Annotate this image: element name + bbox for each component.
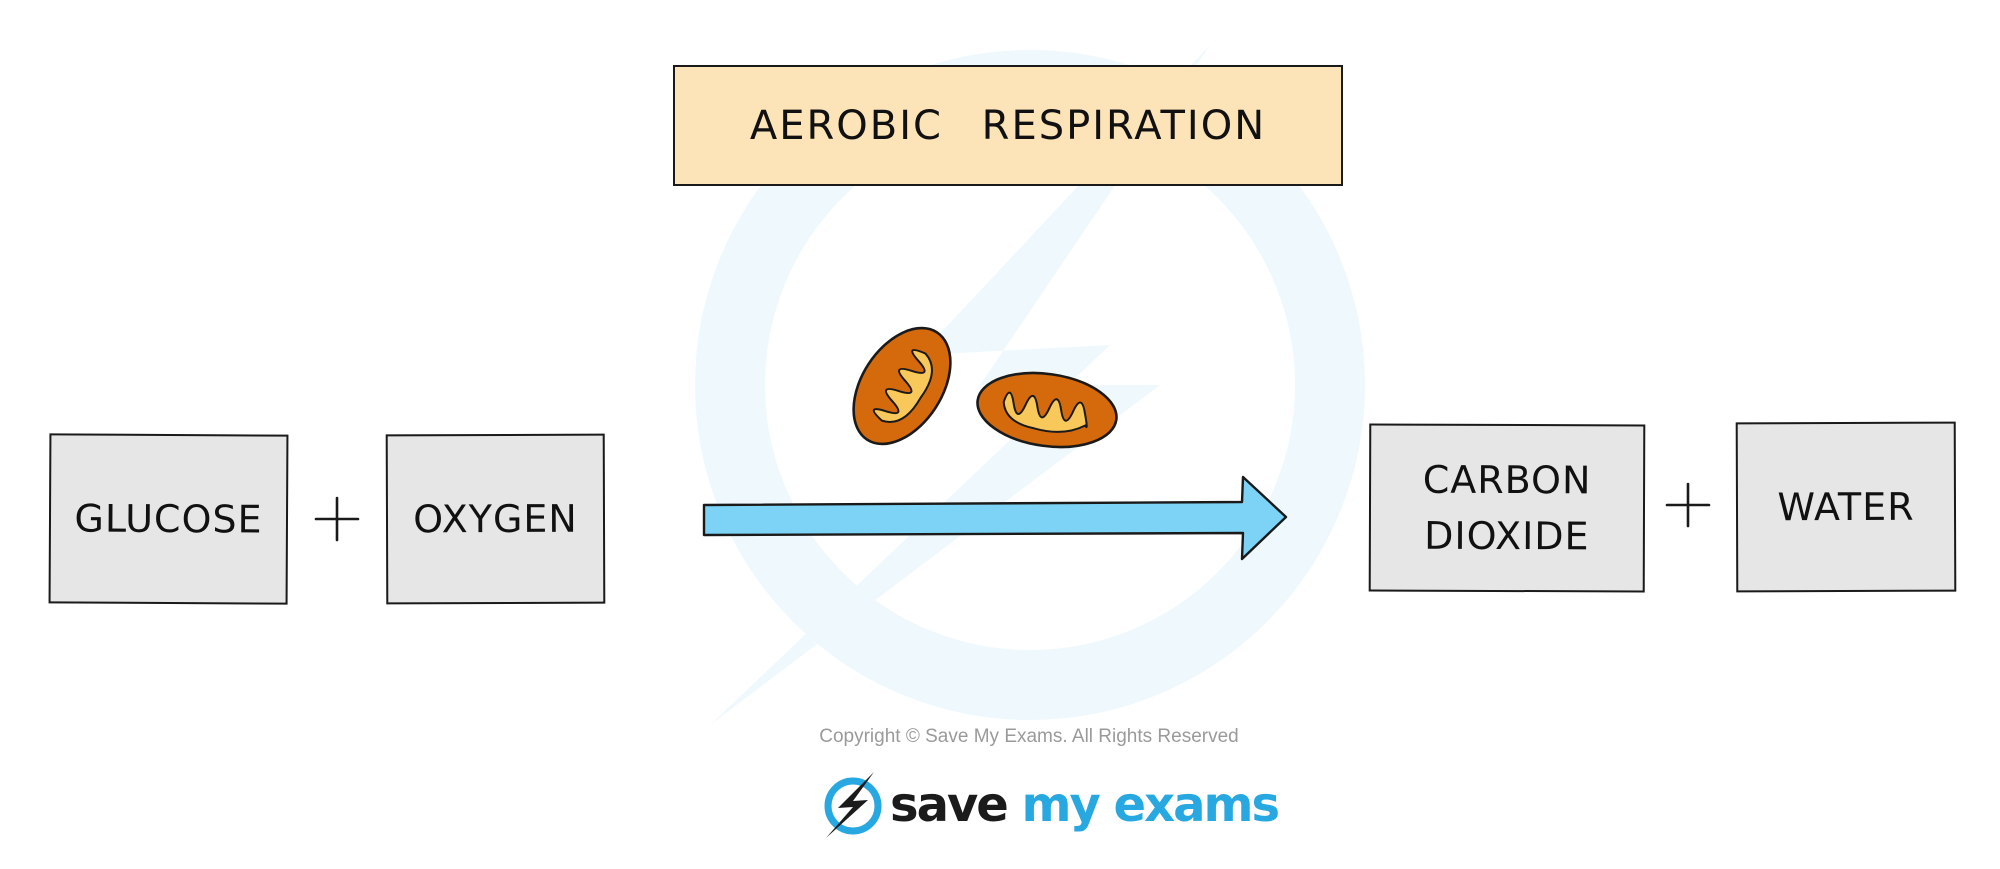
title-box: AEROBIC RESPIRATION — [673, 65, 1343, 186]
water-box: WATER — [1735, 421, 1957, 593]
dioxide-word: DIOXIDE — [1424, 513, 1590, 559]
plus-icon — [314, 496, 360, 542]
copyright-text: Copyright © Save My Exams. All Rights Re… — [819, 726, 1239, 747]
logo-wordmark: save my exams — [890, 777, 1281, 833]
carbon-dioxide-label: CARBON DIOXIDE — [1422, 452, 1592, 565]
carbon-word: CARBON — [1422, 457, 1592, 503]
carbon-dioxide-box: CARBON DIOXIDE — [1368, 423, 1646, 593]
glucose-box: GLUCOSE — [48, 433, 289, 605]
save-my-exams-logo: save my exams — [820, 770, 1281, 840]
logo-word-my-exams: my exams — [1021, 777, 1281, 833]
plus-icon — [1665, 482, 1711, 528]
mitochondrion-2-icon — [976, 371, 1118, 449]
logo-word-save: save — [890, 777, 1009, 833]
lightning-bolt-icon — [824, 772, 882, 838]
diagram-title: AEROBIC RESPIRATION — [749, 102, 1267, 149]
oxygen-box: OXYGEN — [385, 433, 606, 605]
reaction-arrow — [702, 475, 1288, 561]
mitochondrion-1-icon — [852, 326, 952, 446]
oxygen-label: OXYGEN — [413, 496, 578, 542]
mitochondria-icon — [852, 326, 1118, 449]
water-label: WATER — [1777, 484, 1915, 530]
glucose-label: GLUCOSE — [74, 496, 263, 542]
